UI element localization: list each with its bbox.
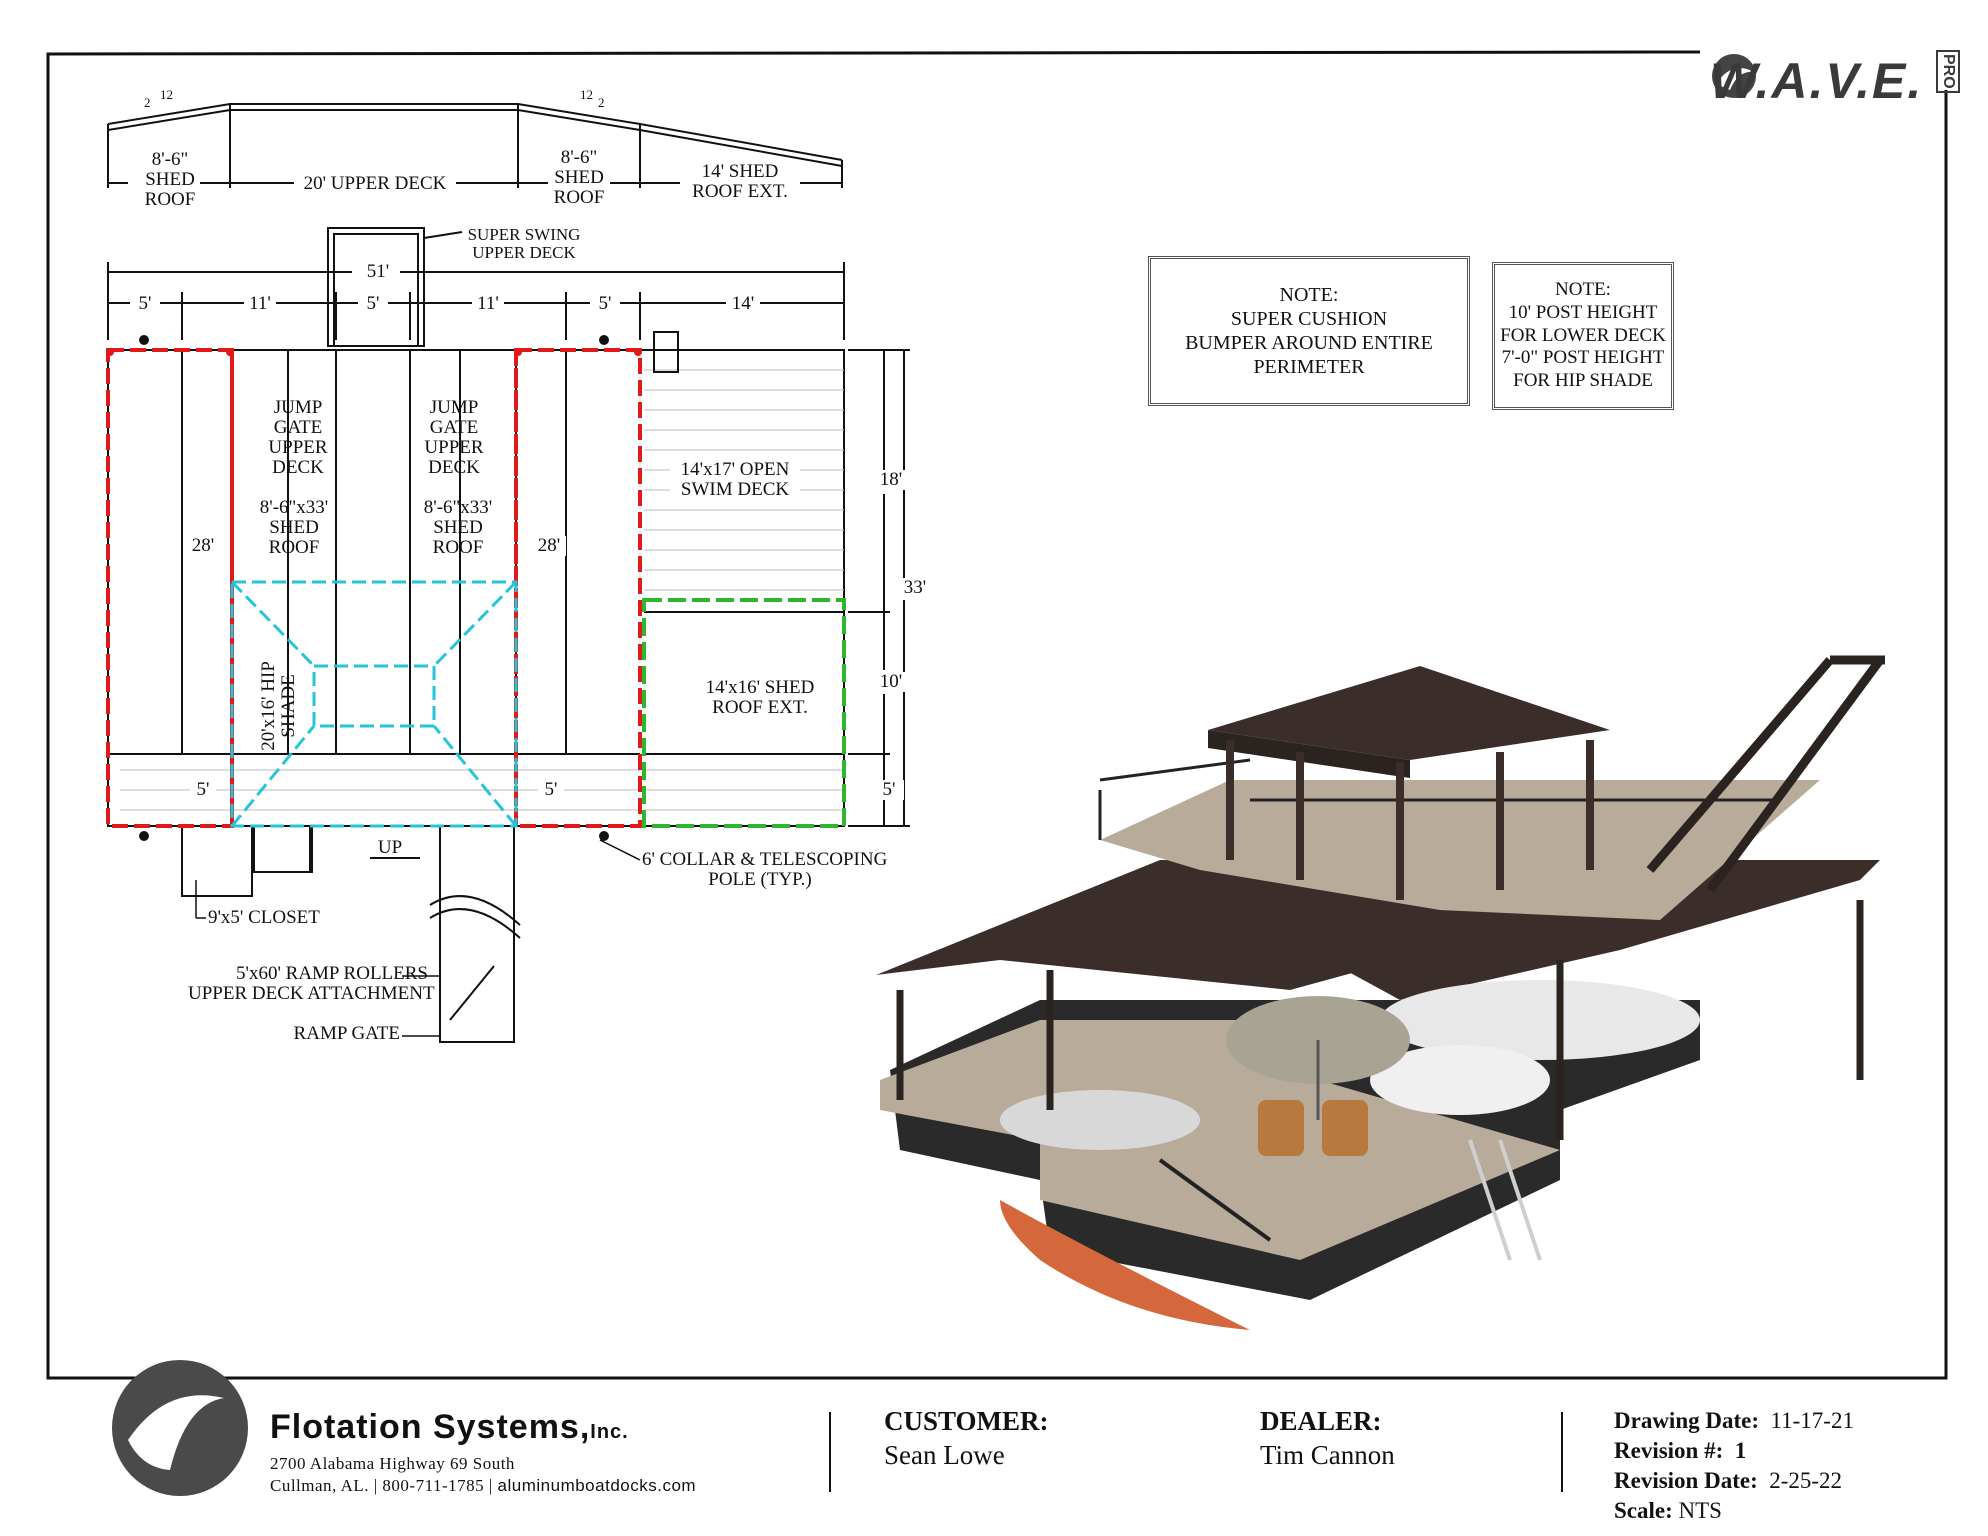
segment-dim-3: 5' [358, 294, 388, 314]
scale: Scale: NTS [1614, 1498, 1722, 1523]
wave-logo: W.A.V.E. [1710, 53, 1924, 109]
dim-5-right: 5' [874, 780, 904, 800]
segment-dim-6: 14' [726, 294, 760, 314]
slip-left-dim: 28' [186, 536, 220, 556]
company-name: Flotation Systems,Inc. [270, 1408, 629, 1446]
right-dimensions [848, 349, 910, 827]
super-swing-frame [327, 227, 463, 347]
segment-dim-5: 5' [590, 294, 620, 314]
fsi-logo-icon [112, 1360, 248, 1496]
company-address-2: Cullman, AL. | 800-711-1785 | aluminumbo… [270, 1476, 697, 1495]
segment-dim-4: 11' [472, 294, 504, 314]
dim-5-mid: 5' [538, 780, 564, 800]
customer-label: CUSTOMER: [884, 1406, 1049, 1436]
drawing-date: Drawing Date: 11-17-21 [1614, 1408, 1854, 1433]
overall-width-dim: 51' [356, 262, 400, 282]
closet-label: 9'x5' CLOSET [208, 907, 320, 928]
pitch-right-run: 12 [580, 87, 593, 102]
shed-ext-outline [642, 598, 846, 828]
customer-name: Sean Lowe [884, 1440, 1005, 1470]
dim-33: 33' [898, 578, 932, 598]
pitch-left-run: 12 [160, 87, 173, 102]
sheet-border [46, 50, 1948, 1380]
wave-logo-icon [1712, 54, 1756, 98]
segment-dim-1: 5' [130, 294, 160, 314]
wave-pro-badge: PRO [1936, 50, 1960, 93]
dim-18: 18' [874, 470, 908, 490]
pitch-right-rise: 2 [598, 95, 605, 110]
dim-5-left: 5' [190, 780, 216, 800]
dealer-label: DEALER: [1260, 1406, 1382, 1436]
slip-right-dim: 28' [532, 536, 566, 556]
leader-lines [195, 839, 641, 1037]
roof-profile [107, 103, 843, 188]
ramp-gate-label: RAMP GATE [293, 1023, 400, 1044]
company-website[interactable]: aluminumboatdocks.com [497, 1476, 697, 1495]
dim-10: 10' [874, 672, 908, 692]
pole-markers [106, 335, 642, 841]
company-address-1: 2700 Alabama Highway 69 South [270, 1454, 515, 1473]
dealer-name: Tim Cannon [1260, 1440, 1395, 1470]
revision-number: Revision #: 1 [1614, 1438, 1747, 1463]
stairs-up-label: UP [377, 837, 403, 858]
dock-rendering [876, 655, 1885, 1330]
roof-upper-deck: 20' UPPER DECK [303, 173, 447, 194]
revision-date: Revision Date: 2-25-22 [1614, 1468, 1843, 1493]
hip-shade-outline [230, 580, 518, 828]
pitch-left-rise: 2 [144, 95, 151, 110]
segment-dim-2: 11' [244, 294, 276, 314]
